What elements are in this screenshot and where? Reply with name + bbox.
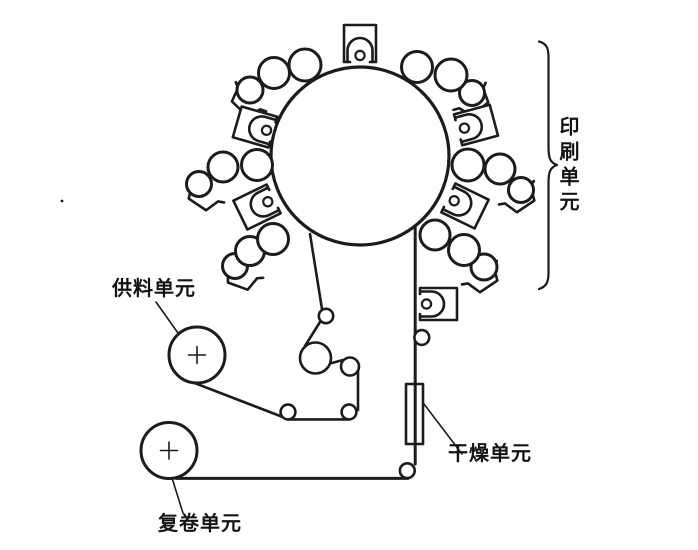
fountain-roller-icon	[458, 79, 486, 107]
print-deck-left-3	[216, 222, 290, 295]
anilox-roller-icon	[447, 233, 481, 267]
plate-cylinder-icon	[418, 218, 452, 252]
label-leader-line	[423, 403, 463, 455]
print-deck-left-1	[223, 47, 323, 125]
idler-roller-icon	[340, 403, 358, 421]
anilox-roller-icon	[433, 57, 469, 93]
plate-cylinder-icon	[450, 147, 486, 183]
idler-roller-icon	[317, 307, 335, 325]
print-deck-right-3	[418, 218, 508, 300]
interstation-dryer-icon	[418, 286, 459, 322]
label-leader-line	[171, 477, 184, 514]
guide-roller-icon	[298, 341, 333, 375]
supply-unit	[167, 325, 227, 385]
web-path	[174, 224, 417, 480]
anilox-roller-icon	[483, 152, 517, 186]
print-deck-left-2	[178, 148, 274, 218]
fountain-roller-icon	[469, 252, 499, 282]
anilox-roller-icon	[206, 150, 240, 184]
idler-roller-icon	[398, 462, 416, 480]
label-supply-unit: 供料单元	[112, 278, 196, 300]
print-deck-right-1	[400, 50, 498, 124]
anilox-roller-icon	[257, 56, 291, 90]
print-deck-right-2	[450, 147, 545, 220]
fountain-roller-icon	[185, 170, 213, 198]
label-drying-unit: 干燥单元	[448, 443, 532, 465]
plate-cylinder-icon	[256, 222, 290, 256]
label-leader-line	[155, 301, 179, 334]
label-rewinding-unit: 复卷单元	[158, 513, 242, 535]
web-line	[303, 320, 322, 348]
fountain-roller-icon	[235, 75, 265, 105]
fountain-roller-icon	[507, 176, 535, 204]
idler-roller-icon	[339, 356, 361, 377]
plate-cylinder-icon	[400, 50, 434, 84]
plate-cylinder-icon	[240, 148, 274, 182]
web-line	[190, 380, 286, 419]
printing-unit-brace	[537, 40, 559, 291]
interstation-dryer-icon	[452, 103, 500, 147]
web-rollers	[279, 307, 431, 480]
web-line	[308, 232, 324, 311]
stray-mark	[60, 199, 64, 203]
interstation-dryer-icon	[231, 105, 279, 149]
drying-unit-box	[404, 382, 425, 446]
label-printing-unit: 印刷单元	[556, 116, 578, 216]
rewind-unit	[139, 421, 199, 480]
idler-roller-icon	[279, 403, 297, 421]
central-impression-cylinder	[269, 65, 451, 247]
plate-cylinder-icon	[287, 47, 323, 83]
interstation-dryer-icon	[342, 23, 378, 64]
idler-roller-icon	[413, 328, 431, 347]
interstation-dryer-icon	[440, 182, 490, 230]
